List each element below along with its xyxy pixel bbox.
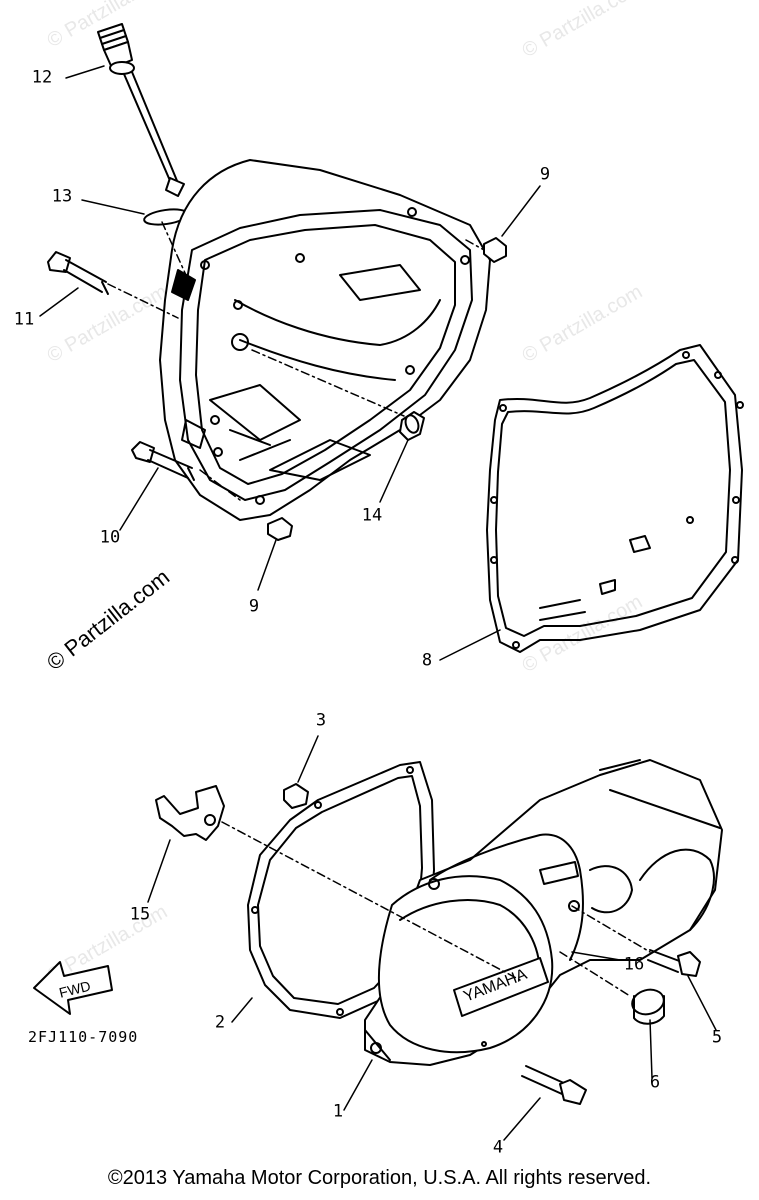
callout-6: 6 — [649, 1072, 661, 1093]
fwd-arrow-icon: FWD — [33, 961, 113, 1015]
dipstick-part — [97, 23, 185, 197]
oil-seal-part — [399, 411, 425, 441]
crankcase-cover-part — [159, 159, 491, 521]
callout-1: 1 — [332, 1101, 344, 1122]
callout-5: 5 — [711, 1027, 723, 1048]
callout-12: 12 — [31, 67, 53, 88]
bolt-part — [521, 1065, 587, 1105]
callout-8: 8 — [421, 650, 433, 671]
callout-9: 9 — [248, 596, 260, 617]
bolt-part — [131, 441, 195, 481]
gasket-part — [486, 344, 744, 653]
plug-part — [483, 237, 507, 263]
cap-part — [631, 988, 665, 1025]
fwd-label: FWD — [57, 978, 92, 1001]
callout-15: 15 — [129, 904, 151, 925]
diagram-code: 2FJ110-7090 — [28, 1028, 139, 1046]
callout-16: 16 — [623, 954, 645, 975]
leader-lines — [39, 65, 717, 1141]
callout-11: 11 — [13, 309, 35, 330]
callout-9: 9 — [539, 164, 551, 185]
callout-13: 13 — [51, 186, 73, 207]
callout-3: 3 — [315, 710, 327, 731]
plug-part — [283, 783, 309, 809]
crankcase-cover-lower-part: YAMAHA — [364, 759, 723, 1066]
callout-4: 4 — [492, 1137, 504, 1158]
bolt-part — [47, 251, 109, 295]
callout-10: 10 — [99, 527, 121, 548]
plug-part — [267, 517, 293, 541]
copyright-notice: ©2013 Yamaha Motor Corporation, U.S.A. A… — [107, 1167, 652, 1189]
bracket-part — [155, 785, 225, 841]
gasket-part — [247, 761, 435, 1019]
bolt-part — [647, 949, 701, 977]
callout-2: 2 — [214, 1012, 226, 1033]
callout-14: 14 — [361, 505, 383, 526]
